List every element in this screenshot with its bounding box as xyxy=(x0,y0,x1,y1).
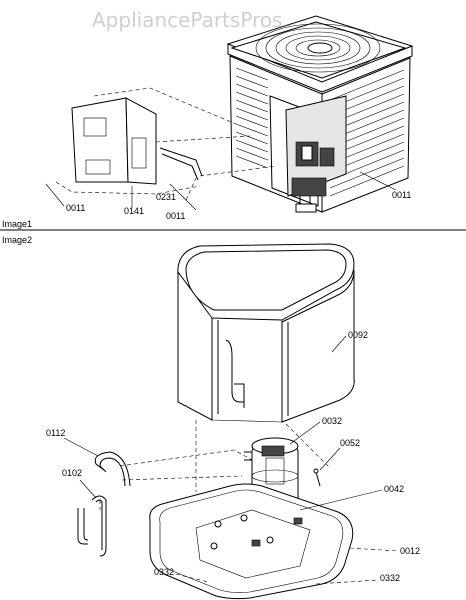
label-0032: 0032 xyxy=(322,416,342,426)
label-0011-right: 0011 xyxy=(392,190,411,200)
label-0332-right: 0332 xyxy=(380,573,400,583)
label-0011-left: 0011 xyxy=(66,203,85,213)
label-0042: 0042 xyxy=(384,484,404,494)
tubing-0112 xyxy=(94,451,131,487)
condenser-coil xyxy=(177,243,355,423)
label-0332-left: 0332 xyxy=(154,567,174,577)
screw-0052 xyxy=(313,468,321,487)
label-0052: 0052 xyxy=(340,438,360,448)
label-0012: 0012 xyxy=(400,546,420,556)
label-0102: 0102 xyxy=(62,468,82,478)
tubing-0102 xyxy=(77,495,107,557)
access-panel xyxy=(71,97,157,185)
label-0092: 0092 xyxy=(348,330,368,340)
label-0112: 0112 xyxy=(46,428,65,438)
watermark-text: AppliancePartsPros xyxy=(92,8,282,32)
label-0141: 0141 xyxy=(124,206,144,216)
base-pan xyxy=(149,483,354,600)
leader-lines-image1 xyxy=(45,87,397,211)
condenser-unit xyxy=(226,15,414,213)
tubing-0231 xyxy=(159,147,203,181)
label-0231: 0231 xyxy=(156,192,176,202)
section-label-image2: Image2 xyxy=(2,235,32,245)
leader-lines-image2 xyxy=(99,420,331,510)
label-0011-mid: 0011 xyxy=(166,211,185,221)
section-label-image1: Image1 xyxy=(2,219,32,229)
